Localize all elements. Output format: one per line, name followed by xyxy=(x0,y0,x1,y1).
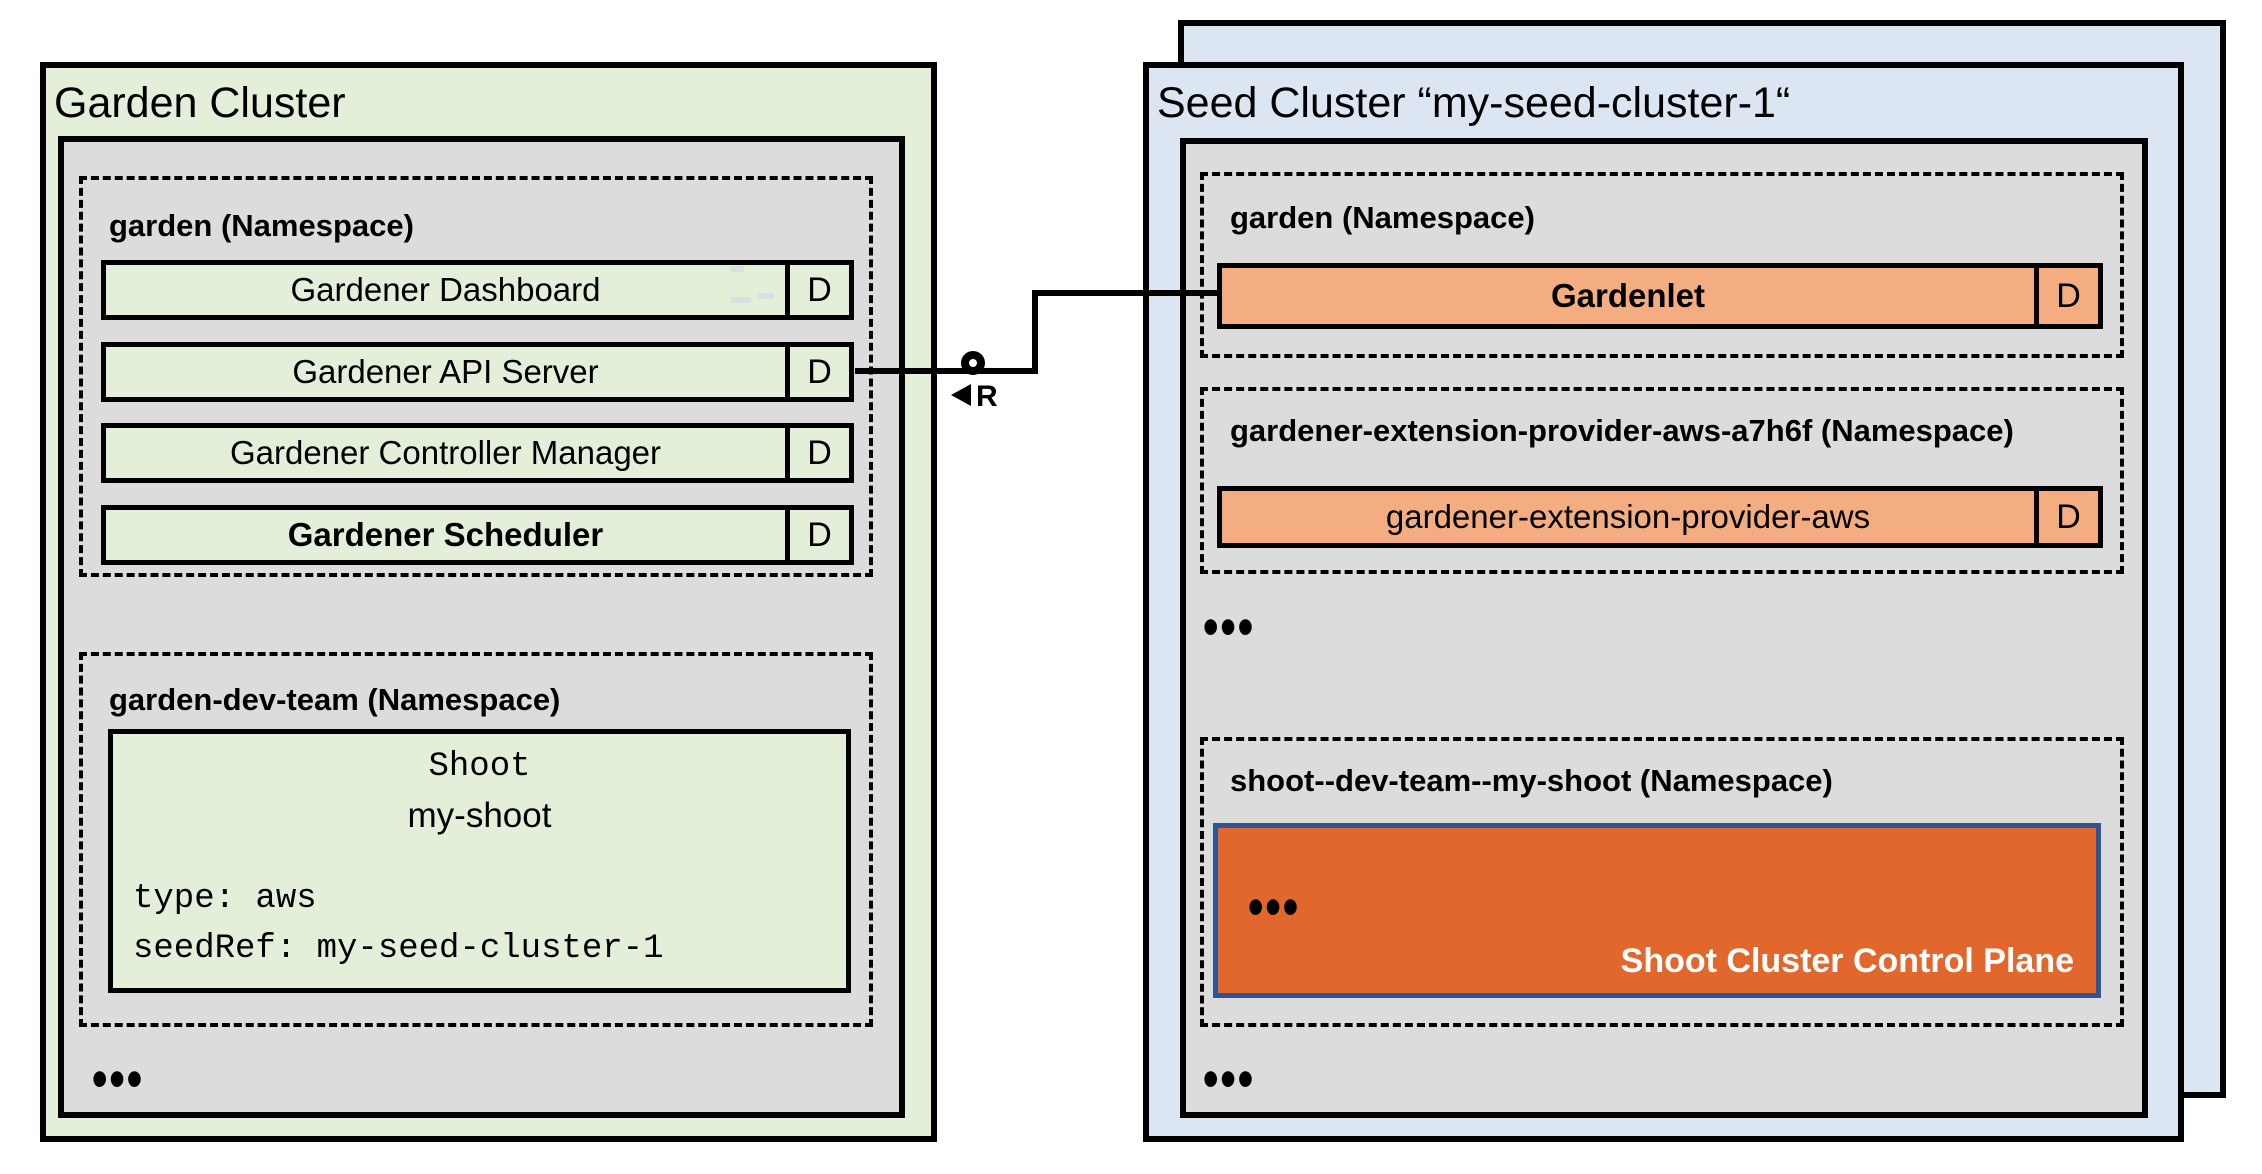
render-artifact-dash xyxy=(757,293,774,299)
control-plane-more-indicator: ••• xyxy=(1248,876,1301,938)
component-gardener-api-server: Gardener API Server D xyxy=(101,342,854,402)
shoot-resource-card: Shoot my-shoot type: aws seedRef: my-see… xyxy=(108,729,851,993)
component-label: Gardener Scheduler xyxy=(287,516,604,553)
component-label: Gardenlet xyxy=(1550,277,1706,314)
spacer xyxy=(113,836,846,874)
requires-arrow-icon xyxy=(951,384,971,406)
component-gardenlet: Gardenlet D xyxy=(1217,263,2103,329)
component-label: gardener-extension-provider-aws xyxy=(1385,498,1871,535)
component-label: Gardener API Server xyxy=(292,353,599,390)
component-label: Gardener Dashboard xyxy=(290,271,601,308)
connector-line-horizontal-upper xyxy=(1032,290,1218,296)
component-gardener-dashboard: Gardener Dashboard D xyxy=(101,260,854,320)
extension-namespace-title: gardener-extension-provider-aws-a7h6f (N… xyxy=(1230,413,2014,448)
shoot-namespace-title: shoot--dev-team--my-shoot (Namespace) xyxy=(1230,763,1833,798)
seed-more-indicator-top: ••• xyxy=(1203,596,1256,658)
deployment-badge: D xyxy=(785,265,849,315)
render-artifact-dash xyxy=(731,297,751,303)
control-plane-label: Shoot Cluster Control Plane xyxy=(1620,942,2074,980)
deployment-badge: D xyxy=(2034,268,2098,324)
connector-line-vertical xyxy=(1032,290,1038,374)
garden-cluster-title: Garden Cluster xyxy=(54,79,346,127)
shoot-spec-type: type: aws xyxy=(133,880,317,918)
render-artifact-dash xyxy=(730,266,744,272)
shoot-control-plane-box: ••• Shoot Cluster Control Plane xyxy=(1213,823,2101,998)
seed-garden-namespace-title: garden (Namespace) xyxy=(1230,200,1535,235)
shoot-namespace-box: shoot--dev-team--my-shoot (Namespace) xyxy=(1200,737,2124,1027)
deployment-badge: D xyxy=(785,510,849,560)
connector-line-horizontal-lower xyxy=(855,368,1037,374)
shoot-name: my-shoot xyxy=(407,796,552,835)
shoot-kind: Shoot xyxy=(428,748,531,786)
component-gardener-scheduler: Gardener Scheduler D xyxy=(101,505,854,565)
component-gardener-extension-provider-aws: gardener-extension-provider-aws D xyxy=(1217,486,2103,548)
deployment-badge: D xyxy=(785,347,849,397)
garden-namespace-title: garden (Namespace) xyxy=(109,208,414,243)
requires-label: R xyxy=(976,380,998,413)
extension-namespace-box: gardener-extension-provider-aws-a7h6f (N… xyxy=(1200,387,2124,574)
garden-dev-team-namespace-box: garden-dev-team (Namespace) xyxy=(79,652,873,1027)
garden-namespace-box: garden (Namespace) xyxy=(79,176,873,577)
seed-more-indicator-bottom: ••• xyxy=(1203,1048,1256,1110)
provided-interface-icon xyxy=(961,351,985,375)
shoot-spec-seedref: seedRef: my-seed-cluster-1 xyxy=(133,930,664,968)
deployment-badge: D xyxy=(785,428,849,478)
seed-garden-namespace-box: garden (Namespace) xyxy=(1200,172,2124,358)
garden-more-indicator: ••• xyxy=(92,1048,145,1110)
component-gardener-controller-manager: Gardener Controller Manager D xyxy=(101,423,854,483)
deployment-badge: D xyxy=(2034,491,2098,543)
component-label: Gardener Controller Manager xyxy=(229,434,662,471)
garden-dev-team-namespace-title: garden-dev-team (Namespace) xyxy=(109,682,561,717)
shoot-spec: type: aws seedRef: my-seed-cluster-1 xyxy=(133,874,846,974)
seed-cluster-title: Seed Cluster “my-seed-cluster-1“ xyxy=(1157,79,1791,127)
